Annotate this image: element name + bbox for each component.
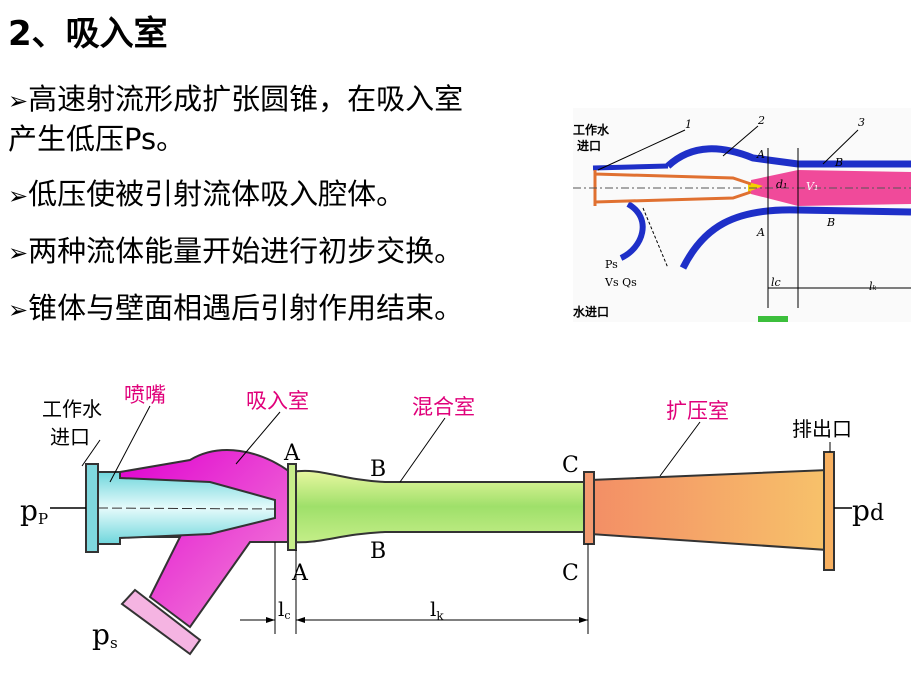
ps-p: p: [92, 618, 110, 651]
inset-bottom-label: 水进口: [573, 304, 609, 319]
lc-l: l: [278, 597, 284, 621]
inset-lc-label: lc: [771, 276, 781, 289]
section-a-bottom: A: [291, 561, 309, 586]
arrow-bullet-icon: ➢: [8, 182, 29, 210]
nozzle-centerline: [97, 507, 276, 510]
lc-arrow-icon: [266, 617, 275, 623]
inlet-label-2: 进口: [50, 425, 90, 449]
lc-sub: c: [284, 609, 290, 622]
slide-title: 2、吸入室: [8, 14, 168, 54]
inset-leader-1: [597, 129, 686, 171]
pd-p: p: [852, 494, 870, 527]
bullet-text: 低压使被引射流体吸入腔体。: [28, 177, 406, 211]
inset-green-mark: [758, 316, 788, 322]
pp-sub: P: [38, 510, 48, 528]
bullet-item: ➢高速射流形成扩张圆锥，在吸入室 产生低压Ps。: [8, 80, 583, 158]
inset-upper-wall: [665, 145, 911, 169]
inset-inlet-label-1: 工作水: [573, 122, 610, 137]
inset-ejector-diagram: 工作水 进口 1 2 3 A A B B d₁ V₁ Ps Vs Qs lc l…: [573, 108, 911, 322]
bullet-text-continued: 产生低压Ps。: [8, 122, 186, 156]
nozzle-label: 喷嘴: [124, 383, 166, 407]
inset-section-a-top: A: [756, 148, 765, 161]
inset-section-b-bottom: B: [826, 216, 835, 229]
arrow-bullet-icon: ➢: [8, 87, 29, 115]
inlet-leader: [81, 439, 101, 467]
inset-lower-inlet-wall: [619, 201, 646, 261]
suction-pressure-label: ps: [92, 618, 118, 652]
nozzle-leader: [109, 405, 151, 483]
pp-p: p: [20, 494, 38, 527]
bullet-text: 锥体与壁面相遇后引射作用结束。: [28, 291, 464, 325]
outlet-label: 排出口: [792, 417, 852, 441]
inset-ps-label: Ps: [605, 258, 618, 271]
bullet-text: 两种流体能量开始进行初步交换。: [28, 234, 464, 268]
mixing-inlet-flange: [287, 463, 297, 551]
section-a-top: A: [283, 441, 301, 466]
suction-leader: [235, 411, 281, 465]
inlet-pressure-label: pP: [20, 494, 48, 528]
nozzle-flange: [85, 463, 99, 553]
diffuser-inlet-flange: [583, 471, 595, 545]
diffuser-leader: [659, 421, 701, 477]
inset-jet-tip: [748, 182, 763, 192]
inset-vs-qs-label: Vs Qs: [604, 276, 637, 289]
ps-sub: s: [110, 634, 118, 652]
diffuser: [589, 468, 829, 552]
bullet-item: ➢两种流体能量开始进行初步交换。: [8, 232, 583, 272]
outlet-flange: [823, 451, 835, 571]
lk-left-arrow-icon: [296, 617, 305, 623]
inset-lk-label: lₖ: [869, 280, 877, 293]
mixing-leader: [399, 417, 446, 483]
arrow-bullet-icon: ➢: [8, 239, 29, 267]
mixing-chamber: [291, 469, 586, 544]
section-b-top: B: [370, 457, 386, 482]
inlet-label-1: 工作水: [42, 397, 102, 421]
inset-section-b-top: B: [834, 156, 843, 169]
bullet-item: ➢锥体与壁面相遇后引射作用结束。: [8, 289, 583, 329]
inset-lower-wall: [679, 206, 911, 270]
inset-v1-label: V₁: [806, 180, 818, 193]
inset-inlet-label-2: 进口: [577, 138, 601, 153]
inset-leader-2: [722, 125, 759, 157]
inset-d1-label: d₁: [776, 178, 787, 191]
inset-part-number-3: 3: [858, 116, 865, 129]
lk-l: l: [430, 597, 436, 621]
pd-sub: d: [870, 501, 884, 526]
lk-label: lk: [430, 597, 444, 623]
arrow-bullet-icon: ➢: [8, 296, 29, 324]
inset-leader-3: [822, 129, 859, 165]
diffuser-label: 扩压室: [666, 399, 729, 423]
section-c-bottom: C: [562, 561, 579, 586]
lk-right-arrow-icon: [579, 617, 588, 623]
inset-top-edge: [592, 163, 669, 171]
suction-inlet-flange: [120, 588, 202, 656]
bullet-text: 高速射流形成扩张圆锥，在吸入室: [28, 82, 464, 116]
bullet-list: ➢高速射流形成扩张圆锥，在吸入室 产生低压Ps。 ➢低压使被引射流体吸入腔体。 …: [8, 80, 583, 346]
mixing-chamber-label: 混合室: [412, 395, 475, 419]
outlet-pressure-label: pd: [852, 494, 884, 527]
inset-section-a-bottom: A: [756, 226, 765, 239]
inset-suction-line: [642, 207, 669, 269]
suction-chamber-label: 吸入室: [246, 389, 309, 413]
section-c-top: C: [562, 453, 579, 478]
bullet-item: ➢低压使被引射流体吸入腔体。: [8, 175, 583, 215]
lc-label: lc: [278, 597, 291, 622]
inset-part-number-2: 2: [757, 114, 765, 127]
section-b-bottom: B: [370, 539, 386, 564]
main-ejector-diagram: 工作水 进口 喷嘴 吸入室 混合室 扩压室 排出口 pP ps pd A A B…: [20, 383, 884, 656]
inset-part-number-1: 1: [685, 118, 692, 131]
lk-sub: k: [436, 609, 444, 623]
